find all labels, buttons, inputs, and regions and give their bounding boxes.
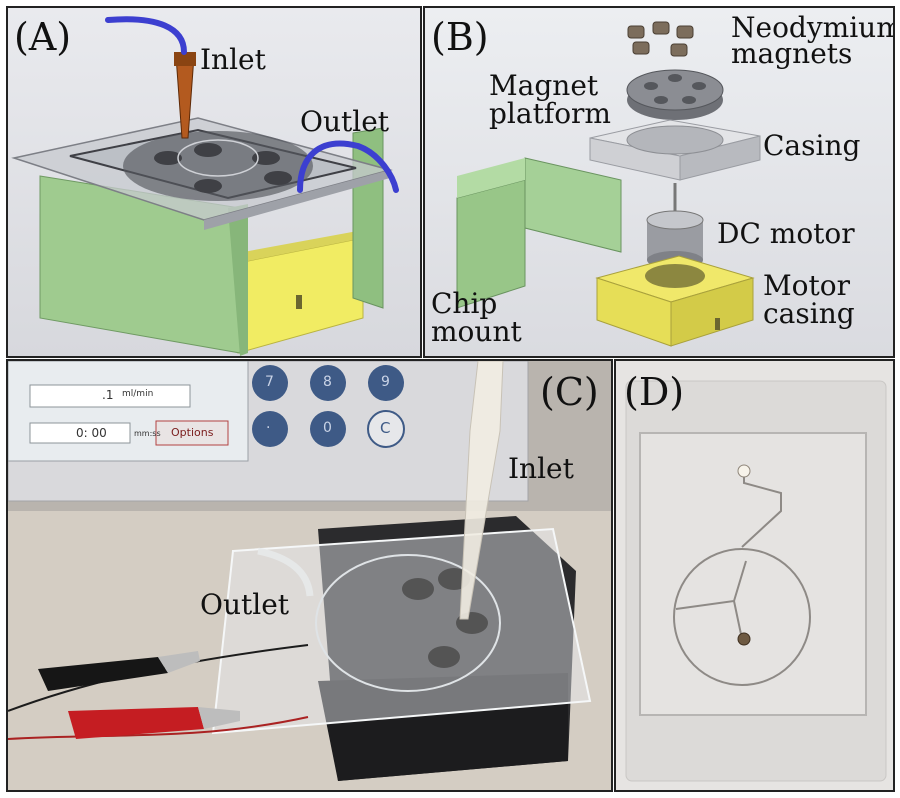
pump-keypad (252, 365, 404, 447)
magnets-label: magnets (731, 37, 853, 70)
motor-casing-hole (645, 264, 705, 288)
time-unit: mm:ss (134, 429, 161, 438)
inlet-tubing (105, 16, 187, 55)
chamber-channel (673, 548, 811, 686)
red-alligator-clip (68, 707, 204, 739)
chip-label: Chip (431, 287, 498, 320)
inner-channels (675, 560, 747, 640)
options-button (155, 420, 229, 446)
chip-layer (639, 432, 867, 716)
inlet-label: Inlet (200, 43, 266, 76)
key-8: 8 (323, 374, 332, 390)
mount-wall-right (352, 127, 384, 309)
panel-letter: (A) (14, 15, 72, 59)
chip-mount-left (456, 179, 526, 309)
panel-letter: (C) (540, 370, 599, 414)
device-photo (8, 361, 611, 790)
device-render-assembled (11, 16, 399, 356)
inlet-channel (741, 471, 782, 548)
key-dot: · (266, 420, 271, 436)
outlet-label: Outlet (200, 588, 290, 621)
neodymium-magnets (627, 21, 694, 57)
panel-c-photo: .1 ml/min 0: 00 mm:ss Options 7 8 9 · 0 … (6, 359, 613, 792)
neodymium-label: Neodymium (731, 11, 895, 44)
visible-magnets (402, 568, 488, 668)
chamber-ring (177, 139, 259, 177)
panel-a-3d-render: (A) Inlet Outlet (6, 6, 422, 358)
outlet-port (737, 632, 751, 646)
chip-mount-inner (524, 157, 622, 253)
mount-wall-edge (228, 204, 248, 356)
key-c: C (380, 419, 391, 437)
panel-d-chip-photo: (D) (614, 359, 895, 792)
acrylic-chip (211, 527, 592, 735)
inlet-collar (174, 52, 196, 66)
flow-field (29, 384, 191, 408)
key-7: 7 (265, 374, 274, 390)
inlet-port (737, 464, 751, 478)
key-0: 0 (323, 420, 332, 436)
motor-casing-top (238, 230, 363, 263)
outlet-tube (257, 547, 314, 597)
outlet-tubing (297, 140, 399, 193)
magnets (154, 143, 292, 193)
flow-unit: ml/min (122, 389, 154, 399)
casing-notch (296, 295, 302, 309)
device-render-exploded (456, 21, 761, 347)
chip-photo (625, 380, 887, 782)
outlet-label: Outlet (300, 105, 390, 138)
platform-label: platform (489, 97, 611, 130)
pipette-tip (459, 361, 504, 620)
black-alligator-clip (38, 657, 168, 691)
panel-letter: (B) (431, 15, 489, 59)
motor-label: Motor (763, 269, 851, 302)
dc-motor-label: DC motor (717, 217, 855, 250)
magnet-label: Magnet (489, 69, 599, 102)
chip-chamber (315, 554, 501, 692)
mount-label: mount (431, 315, 522, 348)
magnet-platform-top (626, 69, 724, 111)
casing-label: Casing (763, 129, 861, 162)
magnet-platform (123, 131, 313, 201)
panel-letter: (D) (624, 370, 685, 414)
time-value: 0: 00 (76, 426, 107, 440)
panel-b-exploded-view: (B) Neodymium magnets Magnet platform Ca… (423, 6, 895, 358)
motor-casing-label: casing (763, 297, 855, 330)
flow-value: .1 (102, 388, 114, 402)
options-label: Options (171, 426, 214, 439)
red-wire (8, 716, 309, 740)
key-9: 9 (381, 374, 390, 390)
acrylic-chip-edge (204, 170, 390, 230)
inlet-label: Inlet (508, 452, 574, 485)
time-field (29, 422, 131, 444)
casing-bowl (626, 125, 724, 155)
pump-screen (8, 361, 249, 462)
